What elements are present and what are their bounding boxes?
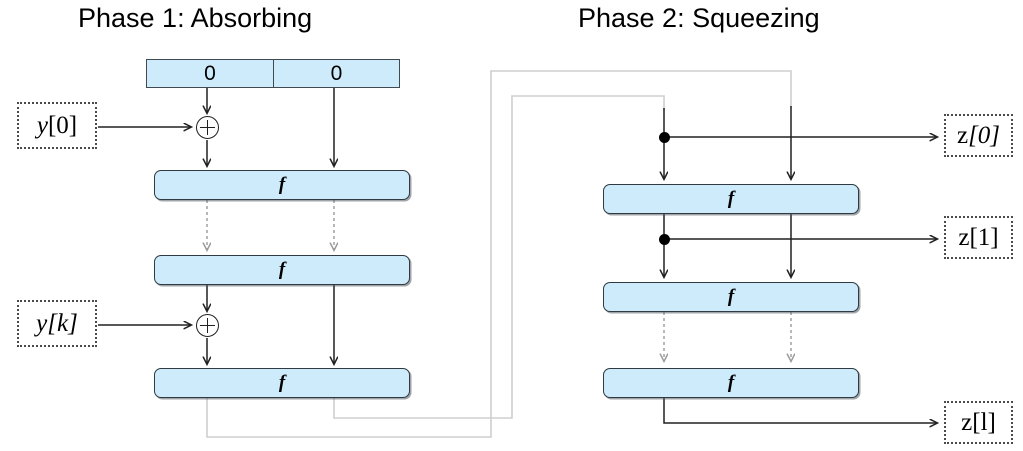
f-label: f: [278, 259, 286, 280]
phase2-f-block-3[interactable]: f: [603, 368, 859, 398]
f-label: f: [727, 188, 735, 209]
output-box-z1[interactable]: z[1]: [944, 216, 1013, 259]
phase1-f-block-3[interactable]: f: [154, 368, 410, 398]
xor-node-2[interactable]: [196, 314, 219, 337]
input-var-y0: y: [36, 111, 48, 139]
output-box-z0[interactable]: z[0]: [944, 114, 1013, 157]
state-cell-c: 0: [273, 60, 399, 87]
phase-2-title: Phase 2: Squeezing: [578, 3, 820, 33]
f-label: f: [727, 372, 735, 393]
output-index-z0: [0]: [968, 121, 1001, 149]
output-var-z0: z: [956, 121, 969, 149]
wire-f6-to-zl: [663, 398, 937, 423]
f-label: f: [278, 174, 286, 195]
junction-dot-z1: [659, 234, 670, 245]
input-box-y0[interactable]: y[0]: [17, 102, 97, 149]
junction-dot-z0: [659, 132, 670, 143]
f-label: f: [727, 286, 735, 307]
phase2-f-block-2[interactable]: f: [603, 282, 859, 312]
input-box-yk[interactable]: y[k]: [17, 300, 97, 347]
output-label-z0: z[0]: [957, 122, 1000, 150]
input-label-y0: y[0]: [37, 112, 77, 140]
output-var-zl: z: [961, 408, 973, 436]
output-index-zl: [l]: [972, 408, 996, 436]
input-var-yk: y: [36, 309, 48, 337]
input-index-y0: [0]: [47, 111, 78, 139]
output-box-zl[interactable]: z[l]: [944, 401, 1013, 444]
phase-1-title: Phase 1: Absorbing: [78, 3, 313, 33]
phase2-f-block-1[interactable]: f: [603, 184, 859, 214]
phase1-f-block-1[interactable]: f: [154, 170, 410, 200]
f-label: f: [278, 372, 286, 393]
input-label-yk: y[k]: [36, 310, 78, 338]
xor-node-1[interactable]: [196, 116, 219, 139]
output-index-z1: [1]: [969, 223, 999, 251]
output-var-z1: z: [958, 223, 970, 251]
initial-state-bar: 0 0: [146, 59, 400, 88]
phase1-f-block-2[interactable]: f: [154, 255, 410, 285]
output-label-z1: z[1]: [958, 224, 998, 252]
state-cell-r: 0: [204, 61, 216, 85]
input-index-yk: [k]: [47, 309, 78, 337]
output-label-zl: z[l]: [961, 409, 996, 437]
